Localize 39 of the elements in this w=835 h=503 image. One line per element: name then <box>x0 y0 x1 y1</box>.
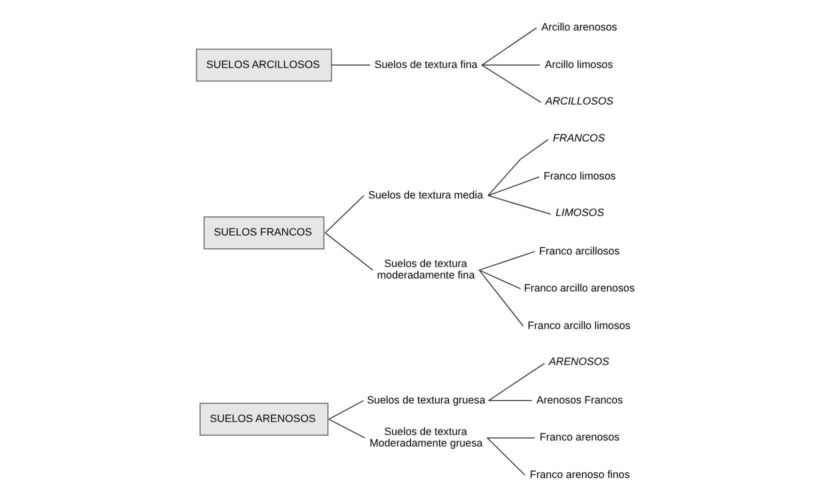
connector <box>488 362 544 402</box>
node-text: Arenosos Francos <box>536 394 622 406</box>
connector <box>478 270 520 290</box>
node-text: Suelos de textura moderadamente fina <box>376 258 474 282</box>
connector <box>480 27 536 66</box>
node-text: Suelos de textura gruesa <box>366 394 485 406</box>
node-text: ARCILLOSOS <box>544 95 613 108</box>
node-text: Franco arcillo limosos <box>527 320 630 332</box>
connector <box>478 251 535 271</box>
connector <box>480 64 540 66</box>
node-box: SUELOS ARCILLOSOS <box>196 48 332 82</box>
node-box: SUELOS ARENOSOS <box>199 402 328 436</box>
node-text: LIMOSOS <box>555 207 604 220</box>
connector <box>488 400 532 402</box>
node-text: Franco arenoso finos <box>529 468 630 481</box>
connector <box>487 139 548 196</box>
connector <box>324 232 373 271</box>
connector <box>487 195 551 215</box>
connector <box>328 400 364 420</box>
connector <box>478 270 524 326</box>
node-text: ARENOSOS <box>548 356 609 368</box>
node-text: Franco arcillosos <box>538 245 620 258</box>
node-text: Suelos de textura fina <box>374 58 477 71</box>
connector <box>486 437 535 438</box>
node-box: SUELOS FRANCOS <box>203 216 324 250</box>
connector <box>324 195 364 234</box>
node-text: Suelos de textura Moderadamente gruesa <box>369 426 482 450</box>
node-text: Arcillo arenosos <box>540 22 617 34</box>
node-text: Franco arenosos <box>539 432 619 444</box>
node-text: Arcillo limosos <box>544 58 612 71</box>
connector <box>480 64 541 103</box>
connector <box>330 64 370 66</box>
connector <box>328 418 365 438</box>
connector <box>487 176 540 196</box>
node-text: Franco arcillo arenosos <box>524 282 634 295</box>
node-text: Franco limosos <box>543 170 616 183</box>
connector <box>486 437 525 476</box>
node-text: FRANCOS <box>552 132 604 145</box>
node-text: Suelos de textura media <box>368 189 483 202</box>
